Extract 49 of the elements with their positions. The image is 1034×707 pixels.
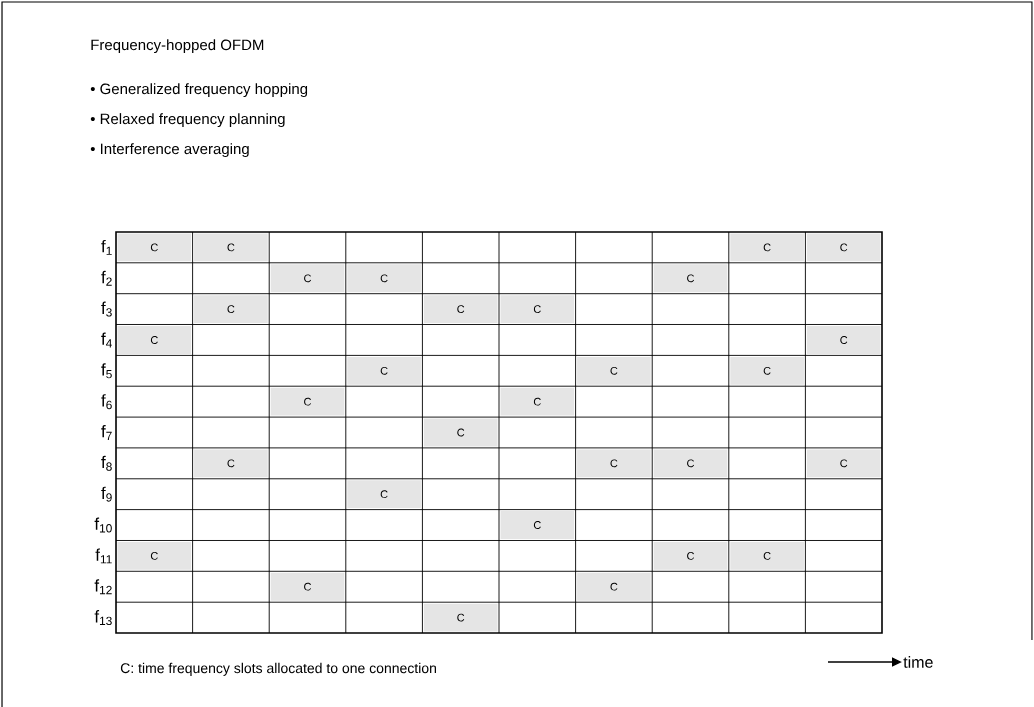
row-label: f$_{6}$ bbox=[101, 394, 112, 410]
row-label: f$_{11}$ bbox=[95, 548, 112, 564]
axis-label: time bbox=[903, 656, 933, 668]
slot-cell: C bbox=[423, 418, 498, 447]
row-label: f$_{5}$ bbox=[101, 363, 112, 379]
slot-cell: C bbox=[194, 233, 268, 262]
slot-cell: C bbox=[117, 233, 192, 262]
slot-cell: C bbox=[423, 295, 498, 323]
slot-cell: C bbox=[577, 449, 651, 478]
slot-cell: C bbox=[117, 542, 192, 570]
row-label: f$_{2}$ bbox=[101, 270, 112, 286]
slot-cell: C bbox=[577, 356, 651, 385]
bullet-item: • Generalized frequency hopping bbox=[90, 83, 308, 98]
note: C: time frequency slots allocated to one connection bbox=[120, 662, 436, 676]
slot-cell: C bbox=[806, 326, 881, 354]
slot-cell: C bbox=[347, 480, 421, 509]
slot-cell: C bbox=[194, 449, 268, 478]
row-label: f$_{10}$ bbox=[94, 517, 112, 533]
bullet-item: • Interference averaging bbox=[90, 143, 249, 158]
slot-cell: C bbox=[730, 233, 804, 262]
slot-cell: C bbox=[117, 326, 192, 354]
bullet-item: • Relaxed frequency planning bbox=[90, 113, 285, 128]
slot-cell: C bbox=[270, 264, 345, 293]
row-label: f$_{8}$ bbox=[101, 455, 112, 471]
row-label: f$_{1}$ bbox=[101, 239, 112, 255]
slot-cell: C bbox=[653, 449, 728, 478]
slot-cell: C bbox=[806, 449, 881, 478]
title: Frequency-hopped OFDM bbox=[91, 39, 264, 54]
slot-cell: C bbox=[730, 542, 804, 570]
row-label: f$_{4}$ bbox=[101, 332, 112, 348]
slot-cell: C bbox=[347, 264, 421, 293]
slot-cell: C bbox=[806, 233, 881, 262]
slot-cell: C bbox=[423, 603, 498, 632]
slot-cell: C bbox=[500, 387, 575, 416]
slot-cell: C bbox=[194, 295, 268, 323]
row-label: f$_{9}$ bbox=[101, 486, 112, 502]
row-label: f$_{7}$ bbox=[101, 425, 112, 440]
slot-cell: C bbox=[270, 387, 345, 416]
slot-cell: C bbox=[577, 572, 651, 601]
row-label: f$_{13}$ bbox=[94, 610, 112, 626]
slot-cell: C bbox=[500, 511, 575, 539]
slot-cell: C bbox=[730, 356, 804, 385]
row-label: f$_{3}$ bbox=[101, 301, 112, 317]
slot-cell: C bbox=[347, 356, 421, 385]
slot-cell: C bbox=[653, 542, 728, 570]
row-label: f$_{12}$ bbox=[94, 579, 112, 595]
slot-cell: C bbox=[270, 572, 345, 601]
slot-cell: C bbox=[653, 264, 728, 293]
slot-cell: C bbox=[500, 295, 575, 323]
